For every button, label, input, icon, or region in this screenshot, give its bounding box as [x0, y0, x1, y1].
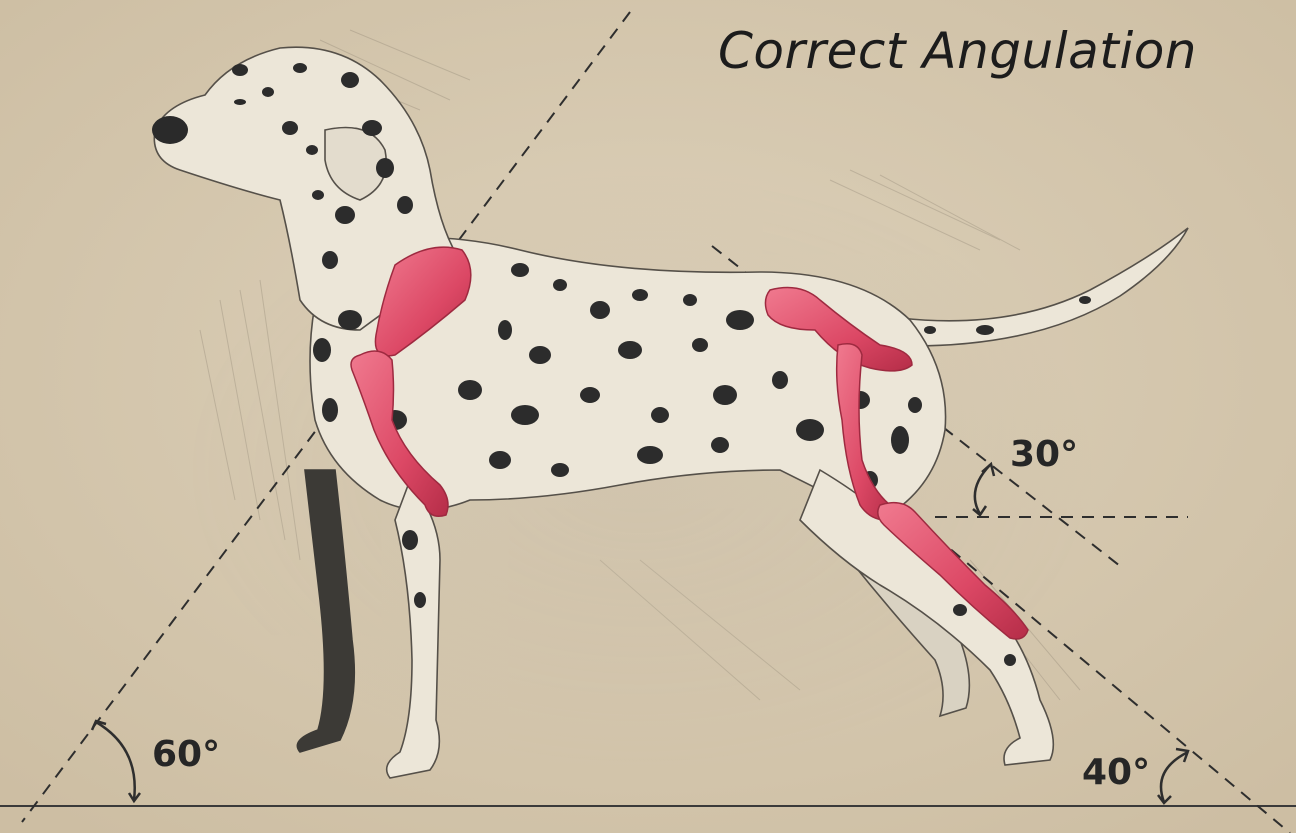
rear-angle-label: 40°	[1082, 752, 1150, 793]
diagram-title: Correct Angulation	[718, 22, 1197, 80]
hock-angle-label: 30°	[1010, 434, 1078, 475]
front-angle-label: 60°	[152, 734, 220, 775]
